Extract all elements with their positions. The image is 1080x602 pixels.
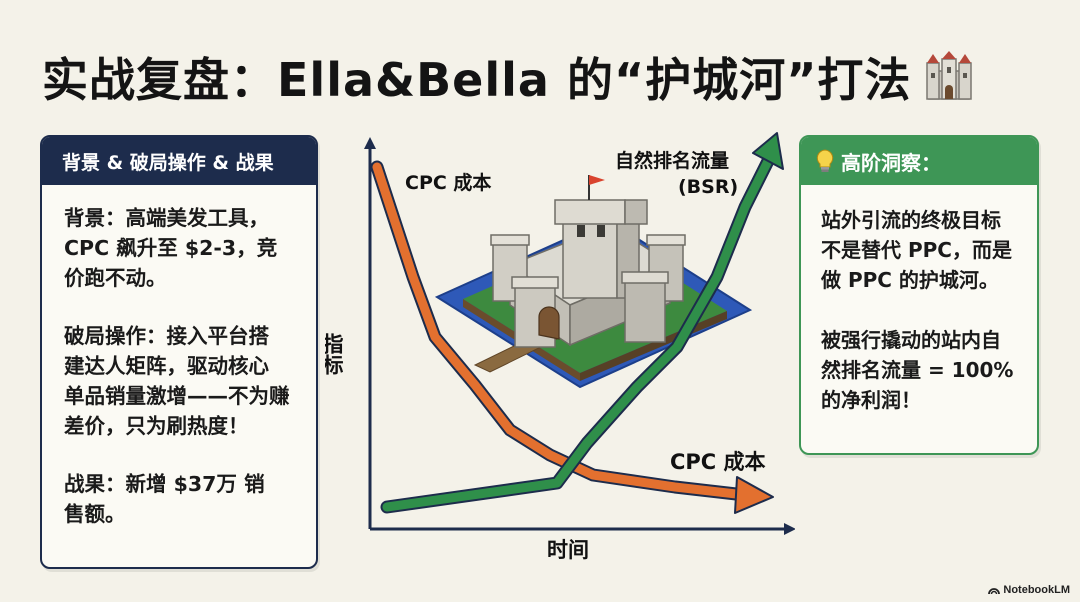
watermark: NotebookLM bbox=[988, 584, 1070, 596]
insight-panel: 高阶洞察： 站外引流的终极目标 不是替代 PPC，而是 做 PPC 的护城河。 … bbox=[799, 135, 1039, 455]
castle-illustration bbox=[434, 175, 753, 389]
cpc-cost-arrowhead bbox=[734, 476, 774, 514]
insight-paragraph-2: 被强行撬动的站内自 然排名流量 = 100% 的净利润！ bbox=[821, 328, 1014, 412]
cpc-label-top: CPC 成本 bbox=[405, 171, 491, 194]
background-panel-body: 背景：高端美发工具， CPC 飙升至 $2-3，竞 价跑不动。 破局操作：接入平… bbox=[42, 185, 316, 529]
y-axis-label-char1: 指标 bbox=[325, 333, 344, 376]
insight-panel-header: 高阶洞察： bbox=[801, 137, 1037, 185]
result-paragraph: 战果：新增 $37万 销 售额。 bbox=[64, 472, 265, 526]
background-panel: 背景 & 破局操作 & 战果 背景：高端美发工具， CPC 飙升至 $2-3，竞… bbox=[40, 135, 318, 569]
castle-icon bbox=[926, 51, 973, 100]
cpc-label-bottom: CPC 成本 bbox=[670, 450, 766, 474]
x-axis-label: 时间 bbox=[547, 538, 589, 562]
trend-diagram: CPC 成本 CPC 成本 自然排名流量 (BSR) 指标 时间 bbox=[325, 132, 795, 562]
breakthrough-paragraph: 破局操作：接入平台搭 建达人矩阵，驱动核心 单品销量激增——不为赚 差价，只为刷… bbox=[64, 324, 290, 438]
background-panel-header: 背景 & 破局操作 & 战果 bbox=[42, 137, 316, 185]
insight-panel-body: 站外引流的终极目标 不是替代 PPC，而是 做 PPC 的护城河。 被强行撬动的… bbox=[801, 185, 1037, 415]
page-title-text: 实战复盘：Ella&Bella 的“护城河”打法 bbox=[42, 53, 912, 107]
bsr-label-line2: (BSR) bbox=[678, 176, 738, 198]
background-paragraph: 背景：高端美发工具， CPC 飙升至 $2-3，竞 价跑不动。 bbox=[64, 206, 278, 290]
insight-panel-title: 高阶洞察： bbox=[841, 150, 941, 175]
bsr-label-line1: 自然排名流量 bbox=[615, 149, 729, 172]
bsr-traffic-arrowhead bbox=[752, 132, 784, 170]
notebooklm-logo-icon bbox=[988, 588, 1001, 595]
watermark-text: NotebookLM bbox=[1003, 584, 1070, 596]
page-title: 实战复盘：Ella&Bella 的“护城河”打法 bbox=[42, 42, 975, 112]
insight-paragraph-1: 站外引流的终极目标 不是替代 PPC，而是 做 PPC 的护城河。 bbox=[821, 208, 1012, 292]
lightbulb-icon bbox=[816, 149, 834, 172]
